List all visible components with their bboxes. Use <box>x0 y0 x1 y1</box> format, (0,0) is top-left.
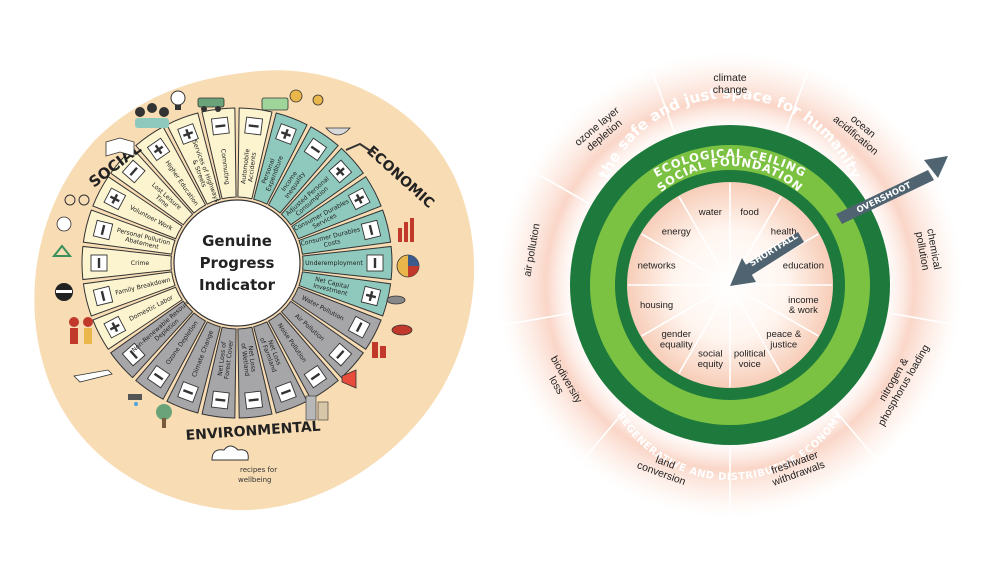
buildings-icon <box>305 395 329 421</box>
plus-icon <box>177 123 199 145</box>
car-icon <box>197 97 225 112</box>
minus-icon <box>121 159 146 184</box>
gpi-segment-label: Net Loss ofForest Cover <box>217 339 235 380</box>
gpi-segment <box>298 209 392 255</box>
minus-icon <box>92 285 114 307</box>
factory-icon <box>372 342 386 358</box>
social-divider <box>734 293 782 374</box>
gpi-segment <box>298 271 392 317</box>
plus-icon <box>103 187 127 211</box>
social-foundation-item-label: housing <box>640 300 673 311</box>
minus-icon <box>177 381 199 403</box>
social-foundation-item-label: education <box>783 261 824 272</box>
recycle-icon <box>51 244 73 257</box>
minus-icon <box>303 137 328 162</box>
minus-icon <box>366 254 384 272</box>
social-foundation-item-label: food <box>740 207 759 218</box>
social-labels: food health education income& work peace &ju… <box>638 207 824 370</box>
social-foundation-item-label: water <box>698 207 722 218</box>
gpi-segment-label: Net Lossof Wetland <box>239 342 257 377</box>
shortfall-zone <box>627 182 833 388</box>
social-foundation-item-label: income& work <box>788 295 819 316</box>
gpi-center-circle <box>173 199 301 327</box>
minus-icon <box>244 390 264 410</box>
burglar-icon <box>55 283 73 301</box>
money-icon <box>261 89 324 111</box>
bowl-icon <box>325 127 351 136</box>
gpi-center-line-1: Genuine <box>202 232 272 250</box>
gpi-segment <box>82 271 176 317</box>
ecological-divider <box>580 408 627 464</box>
social-foundation-item-label: energy <box>662 227 691 238</box>
volunteer-hands-icon <box>56 216 72 232</box>
minus-icon <box>92 219 114 241</box>
minus-icon <box>90 254 108 272</box>
minus-icon <box>347 315 371 339</box>
plus-icon <box>360 285 382 307</box>
gpi-segment-label: Commuting <box>219 148 230 185</box>
minus-icon <box>360 219 382 241</box>
gpi-segment-label: Underemployment <box>305 260 363 267</box>
plus-icon <box>275 123 297 145</box>
gpi-center-line-3: Indicator <box>199 276 276 294</box>
credit-line-1: recipes for <box>240 466 277 474</box>
family-icon <box>69 317 93 344</box>
gpi-center-line-2: Progress <box>200 254 275 272</box>
minus-icon <box>244 116 264 136</box>
social-foundation-item-label: networks <box>638 261 676 272</box>
megaphone-icon <box>341 369 357 389</box>
lightbulb-icon <box>170 90 186 110</box>
gpi-segment <box>82 209 176 255</box>
ecological-divider <box>833 408 880 464</box>
social-divider <box>678 293 726 374</box>
social-divider <box>641 233 722 281</box>
book-icon <box>105 137 135 157</box>
social-foundation-item-label: health <box>771 227 797 238</box>
plus-icon <box>103 315 127 339</box>
plus-icon <box>347 187 371 211</box>
gpi-segment-label: Crime <box>131 260 150 267</box>
minus-icon <box>303 364 328 389</box>
minus-icon <box>121 342 146 367</box>
social-divider <box>678 196 726 277</box>
social-foundation-item-label: peace &justice <box>766 329 802 350</box>
tree-icon <box>156 404 172 428</box>
social-divider <box>641 289 722 337</box>
bar-chart-icon <box>398 218 414 242</box>
credit-line-2: wellbeing <box>238 476 272 484</box>
people-icon <box>135 103 169 128</box>
ecological-divider <box>784 66 811 134</box>
doughnut-diagram: ECOLOGICAL CEILING the safe and just spa… <box>494 49 966 521</box>
gpi-decorative-icons <box>51 89 420 428</box>
plus-icon <box>328 159 353 184</box>
plus-icon <box>146 137 171 162</box>
social-divider <box>738 289 819 337</box>
water-tap-icon <box>128 394 142 406</box>
handshake-icon <box>345 142 373 153</box>
minus-icon <box>210 390 230 410</box>
ecological-divider <box>528 168 591 205</box>
gpi-segment-label: AutomobileAccidents <box>240 148 258 185</box>
ecological-divider <box>501 312 571 327</box>
ecological-divider <box>889 312 959 327</box>
fish-icon <box>386 295 413 336</box>
minus-icon <box>146 364 171 389</box>
minus-icon <box>328 342 353 367</box>
ecological-divider <box>649 66 676 134</box>
cyclist-icon <box>64 194 90 206</box>
recipes-for-wellbeing-logo: recipes for wellbeing <box>211 445 277 484</box>
airplane-icon <box>73 369 113 383</box>
minus-icon <box>210 116 230 136</box>
minus-icon <box>275 381 297 403</box>
pie-chart-icon <box>396 254 420 278</box>
